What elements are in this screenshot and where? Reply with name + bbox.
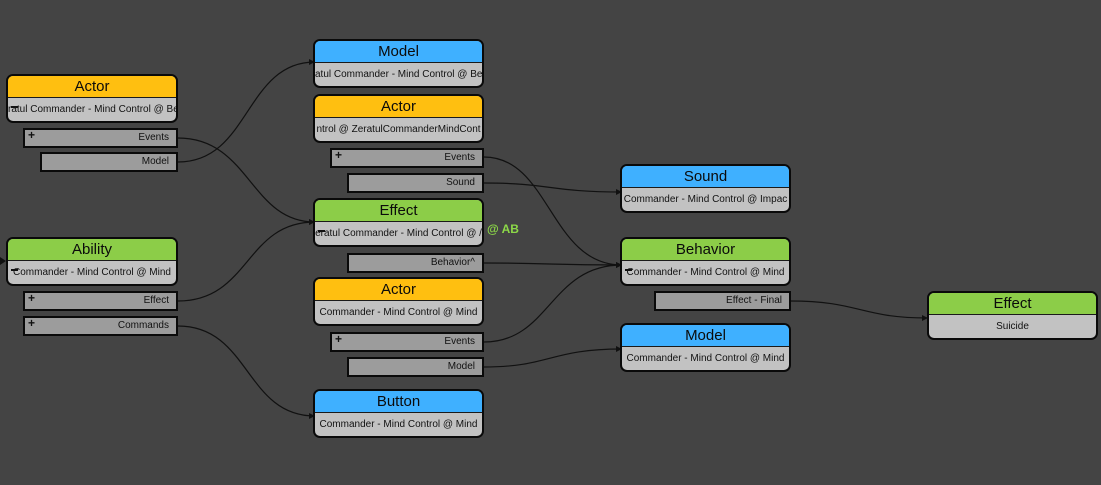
- sound-node-title: Sound: [622, 166, 789, 188]
- wire-actor-sound-to-sound: [483, 182, 623, 193]
- effect-node-right[interactable]: Effect Suicide: [927, 291, 1098, 340]
- expand-plus-icon[interactable]: +: [28, 291, 36, 305]
- effect-overflow-label: @ AB: [487, 222, 519, 236]
- wire-ability-effect-to-effect: [177, 221, 316, 302]
- actor-node-subtitle: ratul Commander - Mind Control @ Be: [8, 98, 176, 121]
- actor-mid-events-port[interactable]: + Events: [330, 148, 484, 168]
- actor-model-port[interactable]: Model: [40, 152, 178, 172]
- wire-actor-events-to-behavior: [483, 156, 623, 266]
- effect-node-subtitle: Suicide: [996, 321, 1029, 332]
- effect-node-subtitle: eratul Commander - Mind Control @ /: [315, 222, 482, 245]
- ability-node[interactable]: Ability Commander - Mind Control @ Mind: [6, 237, 178, 286]
- port-label: Events: [138, 132, 169, 143]
- wire-behavior-effect-to-effect: [789, 300, 929, 319]
- actor-node-left[interactable]: Actor ratul Commander - Mind Control @ B…: [6, 74, 178, 123]
- actor-events-port[interactable]: + Events: [23, 128, 178, 148]
- wire-actor-model-to-model: [177, 61, 316, 163]
- actor-node-subtitle: ntrol @ ZeratulCommanderMindCont: [316, 124, 481, 135]
- actor-node-middle[interactable]: Actor ntrol @ ZeratulCommanderMindCont: [313, 94, 484, 143]
- behavior-node[interactable]: Behavior Commander - Mind Control @ Mind: [620, 237, 791, 286]
- port-label: Effect: [143, 295, 169, 306]
- port-label: Model: [141, 156, 169, 167]
- input-arrow-icon: [0, 257, 6, 265]
- sound-node[interactable]: Sound Commander - Mind Control @ Impac: [620, 164, 791, 213]
- wire-effect-behavior-to-behavior: [483, 262, 623, 266]
- actor-node-title: Actor: [315, 96, 482, 118]
- effect-behavior-port[interactable]: Behavior^: [347, 253, 484, 273]
- wire-actor-events2-to-behavior: [483, 264, 623, 343]
- behavior-node-subtitle: Commander - Mind Control @ Mind: [622, 261, 789, 284]
- port-label: Effect - Final: [726, 295, 782, 306]
- expand-plus-icon[interactable]: +: [335, 332, 343, 346]
- model-node-top[interactable]: Model atul Commander - Mind Control @ Be: [313, 39, 484, 88]
- port-label: Behavior^: [430, 257, 475, 268]
- ability-commands-port[interactable]: + Commands: [23, 316, 178, 336]
- effect-node-middle[interactable]: Effect eratul Commander - Mind Control @…: [313, 198, 484, 247]
- actor-node-middle-2[interactable]: Actor Commander - Mind Control @ Mind: [313, 277, 484, 326]
- button-node-title: Button: [315, 391, 482, 413]
- port-label: Sound: [446, 177, 475, 188]
- actor-node-title: Actor: [315, 279, 482, 301]
- ability-node-title: Ability: [8, 239, 176, 261]
- actor-mid2-model-port[interactable]: Model: [347, 357, 484, 377]
- wire-actor-model2-to-model: [483, 348, 623, 368]
- expand-plus-icon[interactable]: +: [28, 316, 36, 330]
- wire-actor-events-to-effect: [177, 137, 316, 223]
- wire-ability-commands-to-button: [177, 325, 316, 417]
- effect-node-title: Effect: [929, 293, 1096, 315]
- actor-node-subtitle: Commander - Mind Control @ Mind: [319, 307, 478, 318]
- port-label: Model: [447, 361, 475, 372]
- actor-node-title: Actor: [8, 76, 176, 98]
- button-node-subtitle: Commander - Mind Control @ Mind: [319, 419, 478, 430]
- model-node-subtitle: atul Commander - Mind Control @ Be: [315, 69, 482, 80]
- ability-effect-port[interactable]: + Effect: [23, 291, 178, 311]
- expand-plus-icon[interactable]: +: [28, 128, 36, 142]
- model-node-right[interactable]: Model Commander - Mind Control @ Mind: [620, 323, 791, 372]
- port-label: Commands: [117, 320, 169, 331]
- behavior-effect-final-port[interactable]: Effect - Final: [654, 291, 791, 311]
- model-node-title: Model: [315, 41, 482, 63]
- behavior-node-title: Behavior: [622, 239, 789, 261]
- sound-node-subtitle: Commander - Mind Control @ Impac: [623, 194, 788, 205]
- effect-node-title: Effect: [315, 200, 482, 222]
- actor-mid2-events-port[interactable]: + Events: [330, 332, 484, 352]
- model-node-subtitle: Commander - Mind Control @ Mind: [626, 353, 785, 364]
- expand-plus-icon[interactable]: +: [335, 148, 343, 162]
- actor-mid-sound-port[interactable]: Sound: [347, 173, 484, 193]
- model-node-title: Model: [622, 325, 789, 347]
- port-label: Events: [444, 336, 475, 347]
- ability-node-subtitle: Commander - Mind Control @ Mind: [8, 261, 176, 284]
- button-node[interactable]: Button Commander - Mind Control @ Mind: [313, 389, 484, 438]
- port-label: Events: [444, 152, 475, 163]
